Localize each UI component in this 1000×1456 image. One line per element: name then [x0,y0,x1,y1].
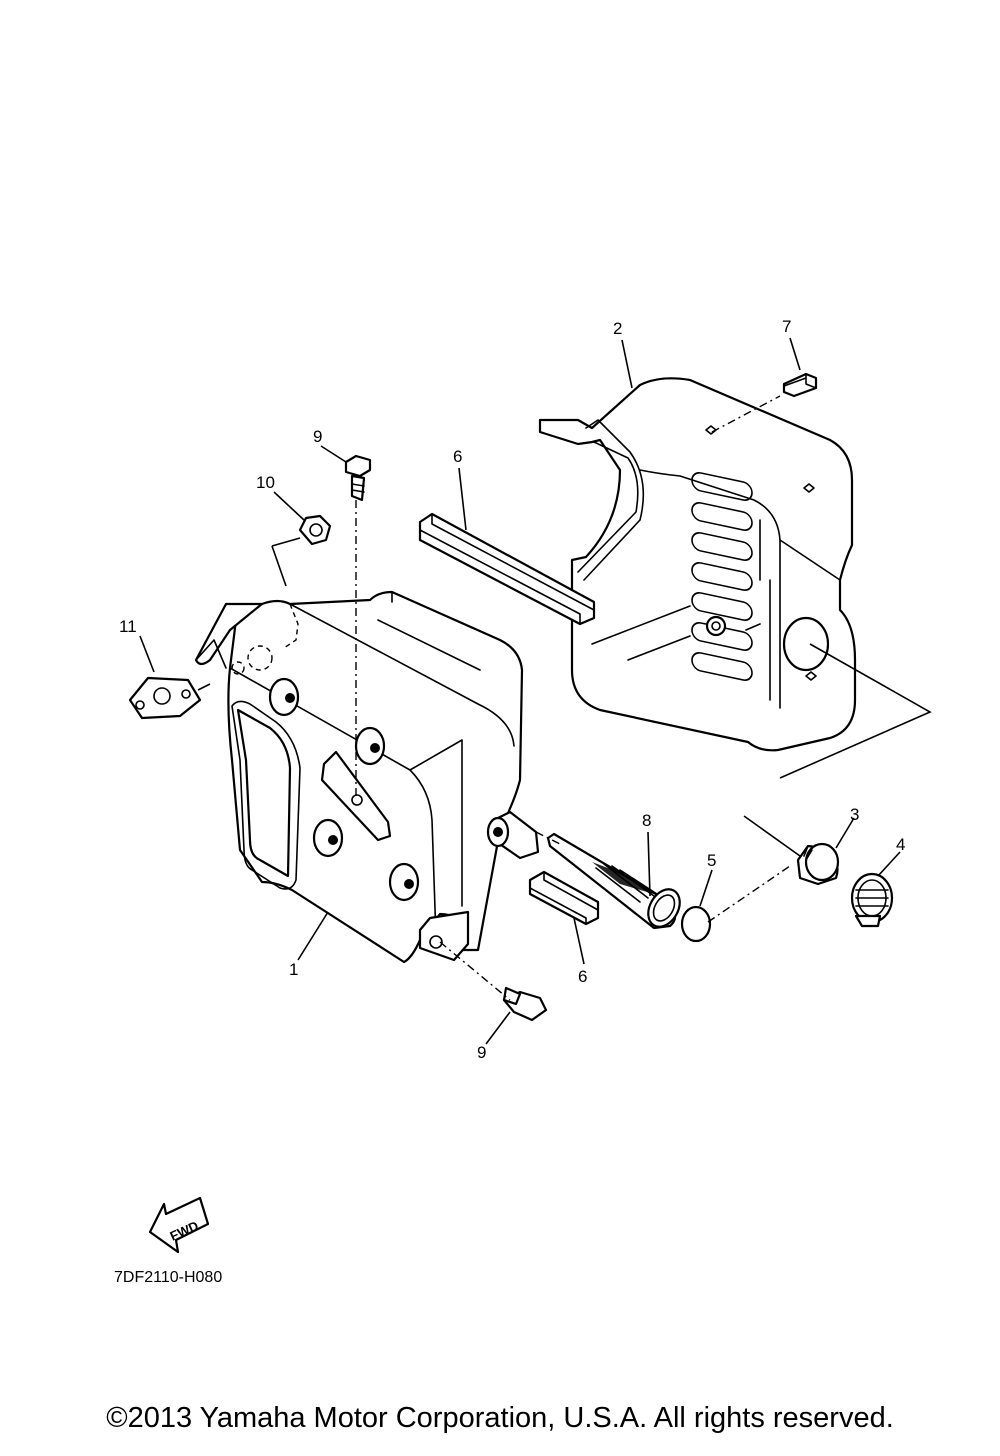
muffler-protector [538,377,857,752]
gasket-11 [128,676,202,720]
bolt-7 [782,372,818,398]
callout-2: 2 [613,319,622,338]
callout-9-upper: 9 [313,427,322,446]
bolt-9-lower [502,986,548,1022]
bolt-9-upper [344,454,372,502]
callout-8: 8 [642,811,651,830]
leader-lines [139,337,901,1045]
alignment-lines [197,395,932,1001]
callout-11: 11 [119,617,137,636]
callout-7: 7 [782,317,791,336]
copyright-notice: ©2013 Yamaha Motor Corporation, U.S.A. A… [106,1402,894,1434]
callout-labels: 1 2 3 4 5 6 6 7 8 9 9 10 11 [119,317,905,1062]
diagram-code: 7DF2110-H080 [114,1269,222,1286]
gasket-strip-lower [528,870,600,926]
spark-arrester [546,832,681,930]
callout-3: 3 [850,805,859,824]
callout-6-lower: 6 [578,967,587,986]
muffler-body [194,590,540,964]
gasket-strip-upper [418,512,596,626]
hose-clamp [850,872,894,928]
callout-6-upper: 6 [453,447,462,466]
protector-louvres [691,471,753,681]
callout-1: 1 [289,960,298,979]
cap [796,842,840,886]
gasket-disc [680,905,712,943]
callout-5: 5 [707,851,716,870]
nut-10 [298,514,332,546]
fwd-arrow-icon: FWD [148,1196,210,1254]
callout-10: 10 [256,473,275,492]
callout-4: 4 [896,835,905,854]
callout-9-lower: 9 [477,1043,486,1062]
